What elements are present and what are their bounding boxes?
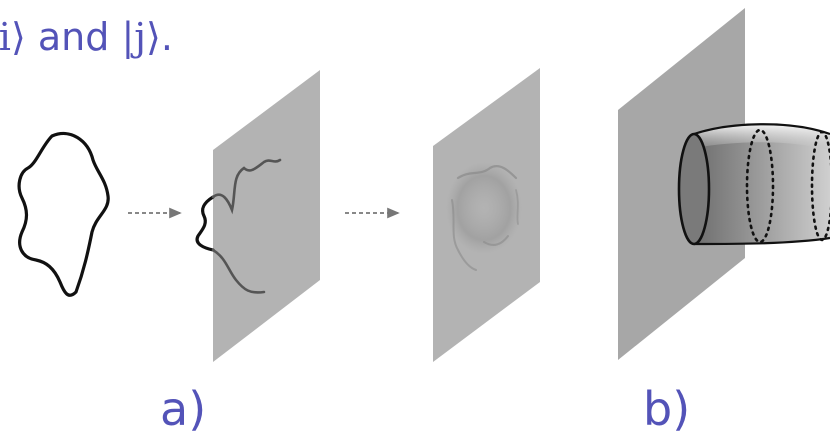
caption-and: and <box>25 15 122 59</box>
caption-period: . <box>160 15 173 59</box>
brane-sheet-open-strings <box>195 70 320 362</box>
panel-a-label: a) <box>160 382 207 436</box>
brane-sheet-dissolved <box>433 68 540 362</box>
panel-b-label: b) <box>643 382 691 436</box>
ket-j: |j⟩ <box>121 15 161 59</box>
brane-sheet-tube <box>618 8 830 360</box>
closed-string-loop <box>17 131 110 297</box>
caption-text: |i⟩ and |j⟩. <box>0 18 173 56</box>
ket-i: |i⟩ <box>0 15 26 59</box>
